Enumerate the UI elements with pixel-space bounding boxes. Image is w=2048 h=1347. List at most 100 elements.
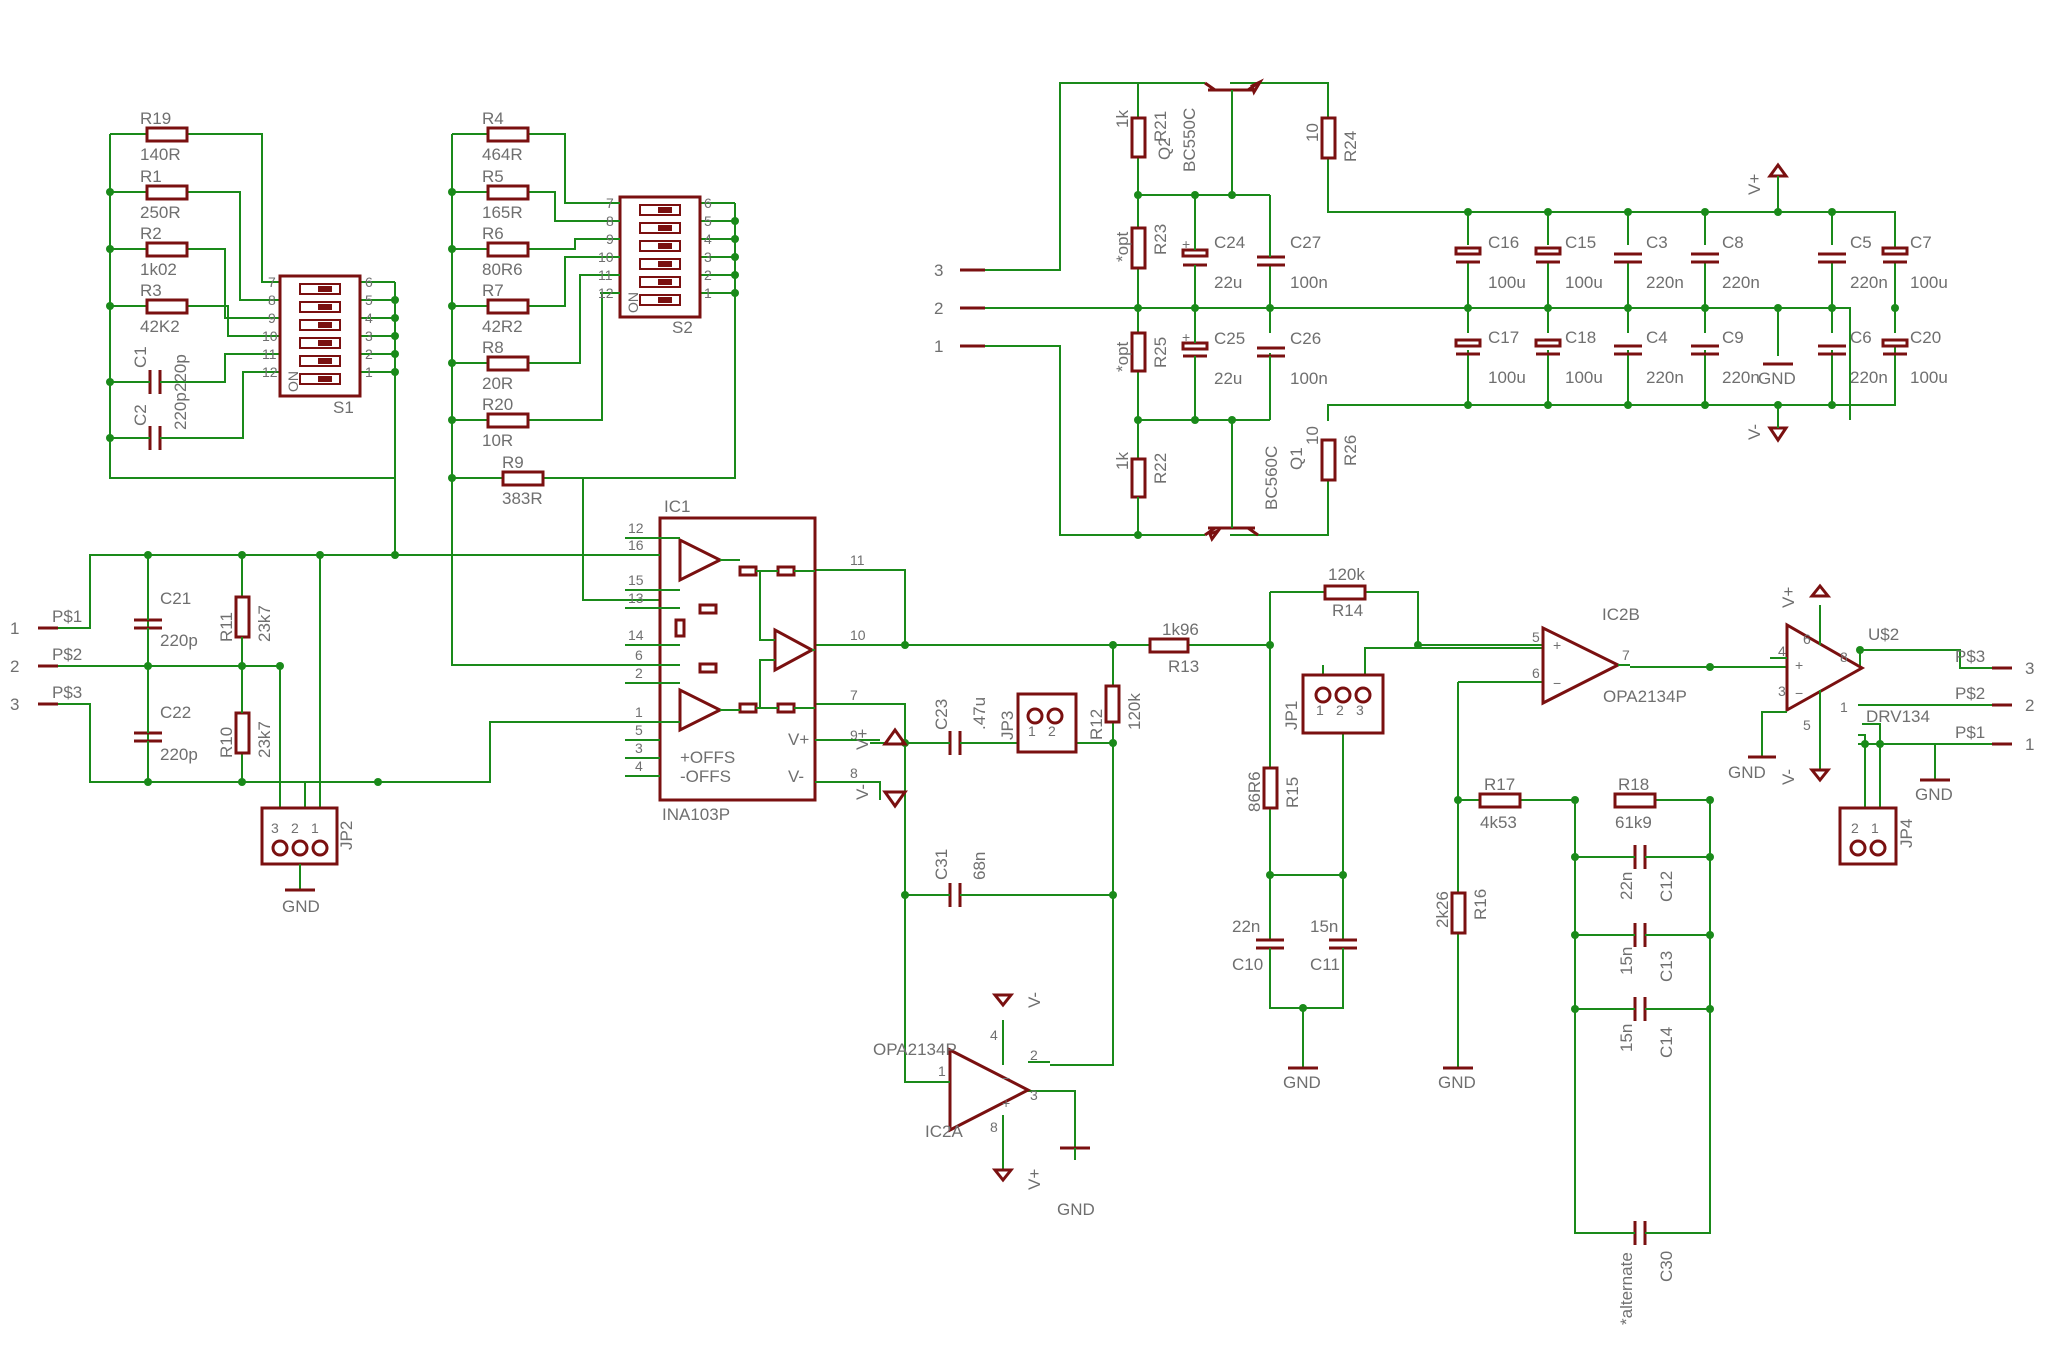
svg-text:165R: 165R [482,203,523,222]
svg-text:C5: C5 [1850,233,1872,252]
svg-text:ON: ON [285,371,301,392]
svg-text:9: 9 [606,231,614,247]
svg-text:−: − [1795,685,1803,701]
svg-text:1: 1 [1840,699,1848,715]
svg-text:6: 6 [635,647,643,663]
svg-text:8: 8 [850,765,858,781]
svg-text:220n: 220n [1722,368,1760,387]
svg-text:*alternate: *alternate [1617,1252,1636,1325]
svg-text:10: 10 [850,627,866,643]
svg-text:5: 5 [1532,629,1540,645]
svg-text:15: 15 [628,572,644,588]
svg-text:*opt: *opt [1113,231,1132,262]
svg-text:220n: 220n [1850,273,1888,292]
svg-text:61k9: 61k9 [1615,813,1652,832]
svg-text:R1: R1 [140,167,162,186]
svg-text:Q2: Q2 [1155,137,1174,160]
svg-text:2: 2 [10,657,19,676]
svg-text:1: 1 [10,619,19,638]
svg-text:15n: 15n [1310,917,1338,936]
svg-text:C25: C25 [1214,329,1245,348]
jumper-jp1: 1 2 3 JP1 [1282,673,1385,735]
svg-text:6: 6 [365,274,373,290]
svg-text:C26: C26 [1290,329,1321,348]
svg-text:R24: R24 [1341,131,1360,162]
svg-text:10: 10 [598,249,614,265]
svg-text:C30: C30 [1657,1251,1676,1282]
svg-text:JP1: JP1 [1282,701,1301,730]
svg-text:U$2: U$2 [1868,625,1899,644]
resistor-r9: R9 383R [501,453,545,508]
svg-text:1: 1 [635,704,643,720]
svg-text:GND: GND [1057,1200,1095,1219]
svg-text:22n: 22n [1232,917,1260,936]
svg-text:3: 3 [271,820,279,836]
svg-text:4: 4 [704,231,712,247]
svg-text:140R: 140R [140,145,181,164]
svg-text:C9: C9 [1722,328,1744,347]
svg-text:V+: V+ [788,730,809,749]
svg-text:R19: R19 [140,109,171,128]
svg-text:42R2: 42R2 [482,317,523,336]
svg-text:1k02: 1k02 [140,260,177,279]
svg-text:1: 1 [934,337,943,356]
svg-text:INA103P: INA103P [662,805,730,824]
svg-text:V-: V- [853,784,872,800]
svg-text:220p: 220p [160,631,198,650]
svg-text:C11: C11 [1310,955,1340,974]
transistor-q2: Q2 BC550C [1155,78,1264,172]
svg-text:12: 12 [598,285,614,301]
svg-text:250R: 250R [140,203,181,222]
svg-text:220n: 220n [1850,368,1888,387]
svg-text:−: − [1002,1070,1010,1086]
svg-text:8: 8 [990,1119,998,1135]
svg-text:1: 1 [1871,820,1879,836]
svg-text:220n: 220n [1646,368,1684,387]
svg-text:2: 2 [1048,723,1056,739]
svg-text:R25: R25 [1151,337,1170,368]
svg-text:1: 1 [1316,702,1324,718]
svg-text:22u: 22u [1214,369,1242,388]
svg-text:R9: R9 [502,453,524,472]
svg-text:2: 2 [1851,820,1859,836]
svg-text:-OFFS: -OFFS [680,767,731,786]
svg-text:7: 7 [850,687,858,703]
svg-text:C15: C15 [1565,233,1596,252]
svg-text:80R6: 80R6 [482,260,523,279]
svg-text:220p: 220p [171,392,190,430]
ic1-ina103p: 12 16 15 13 14 6 2 1 5 3 4 11 10 7 9 8 +… [625,497,908,824]
svg-text:R18: R18 [1618,775,1649,794]
svg-text:C12: C12 [1657,871,1676,902]
svg-text:6: 6 [1532,665,1540,681]
svg-text:C13: C13 [1657,951,1676,982]
jumper-jp4: 2 1 JP4 [1838,806,1916,866]
svg-text:23k7: 23k7 [255,721,274,758]
svg-text:20R: 20R [482,374,513,393]
svg-text:11: 11 [598,267,613,283]
svg-text:3: 3 [1030,1087,1038,1103]
svg-text:IC1: IC1 [664,497,690,516]
svg-text:C1: C1 [131,346,150,368]
svg-text:2: 2 [365,346,373,362]
svg-text:4: 4 [990,1027,998,1043]
svg-text:22n: 22n [1617,872,1636,900]
svg-text:OPA2134P: OPA2134P [1603,687,1687,706]
svg-text:383R: 383R [502,489,543,508]
svg-text:3: 3 [704,249,712,265]
